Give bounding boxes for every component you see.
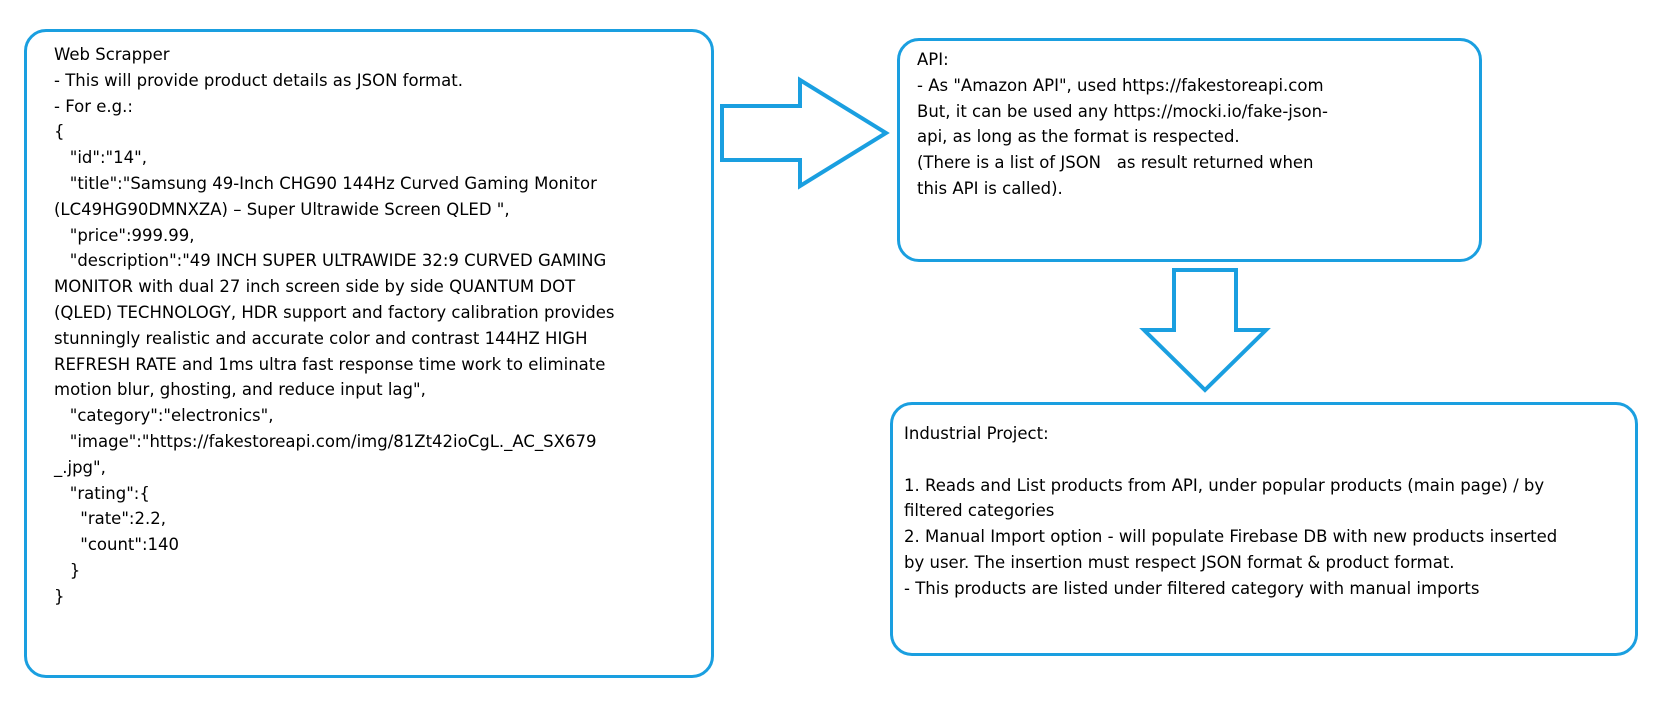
text-line: Industrial Project: bbox=[904, 424, 1049, 443]
text-line: "count":140 bbox=[54, 535, 180, 555]
text-line: } bbox=[54, 586, 65, 606]
right-arrow-icon bbox=[720, 76, 890, 190]
text-line: "rate":2.2, bbox=[54, 509, 166, 529]
text-line: (There is a list of JSON as result retur… bbox=[917, 153, 1314, 173]
text-line: 2. Manual Import option - will populate … bbox=[904, 527, 1558, 547]
text-line: Web Scrapper bbox=[54, 45, 170, 64]
text-line: MONITOR with dual 27 inch screen side by… bbox=[54, 277, 576, 297]
text-line: api, as long as the format is respected. bbox=[917, 127, 1240, 147]
text-line: stunningly realistic and accurate color … bbox=[54, 328, 588, 348]
text-line bbox=[904, 447, 1625, 473]
api-text: API: - As "Amazon API", used https://fak… bbox=[917, 47, 1469, 202]
text-line: But, it can be used any https://mocki.io… bbox=[917, 101, 1328, 121]
text-line: this API is called). bbox=[917, 178, 1063, 198]
text-line: by user. The insertion must respect JSON… bbox=[904, 552, 1455, 572]
web-scraper-text: Web Scrapper - This will provide product… bbox=[54, 42, 701, 610]
text-line: REFRESH RATE and 1ms ultra fast response… bbox=[54, 354, 606, 374]
api-box: API: - As "Amazon API", used https://fak… bbox=[897, 38, 1482, 262]
text-line: (LC49HG90DMNXZA) – Super Ultrawide Scree… bbox=[54, 199, 510, 219]
text-line: "image":"https://fakestoreapi.com/img/81… bbox=[54, 431, 597, 451]
text-line: "price":999.99, bbox=[54, 225, 195, 245]
text-line: - For e.g.: bbox=[54, 96, 133, 116]
text-line: motion blur, ghosting, and reduce input … bbox=[54, 380, 426, 400]
text-line: (QLED) TECHNOLOGY, HDR support and facto… bbox=[54, 302, 615, 322]
text-line: - This will provide product details as J… bbox=[54, 70, 463, 90]
text-line: 1. Reads and List products from API, und… bbox=[904, 475, 1545, 495]
text-line: } bbox=[54, 560, 81, 580]
text-line: - This products are listed under filtere… bbox=[904, 578, 1480, 598]
industrial-project-text: Industrial Project: 1. Reads and List pr… bbox=[904, 421, 1625, 602]
text-line: "description":"49 INCH SUPER ULTRAWIDE 3… bbox=[54, 251, 607, 271]
down-arrow-icon bbox=[1139, 268, 1271, 393]
industrial-project-box: Industrial Project: 1. Reads and List pr… bbox=[890, 402, 1638, 656]
text-line: "title":"Samsung 49-Inch CHG90 144Hz Cur… bbox=[54, 173, 597, 193]
text-line: { bbox=[54, 122, 65, 142]
text-line: "category":"electronics", bbox=[54, 406, 274, 426]
text-line: "rating":{ bbox=[54, 483, 150, 503]
text-line: - As "Amazon API", used https://fakestor… bbox=[917, 75, 1324, 95]
text-line: filtered categories bbox=[904, 501, 1055, 521]
text-line: "id":"14", bbox=[54, 148, 147, 168]
text-line: _.jpg", bbox=[54, 457, 106, 477]
text-line: API: bbox=[917, 50, 949, 69]
web-scraper-box: Web Scrapper - This will provide product… bbox=[24, 29, 714, 678]
